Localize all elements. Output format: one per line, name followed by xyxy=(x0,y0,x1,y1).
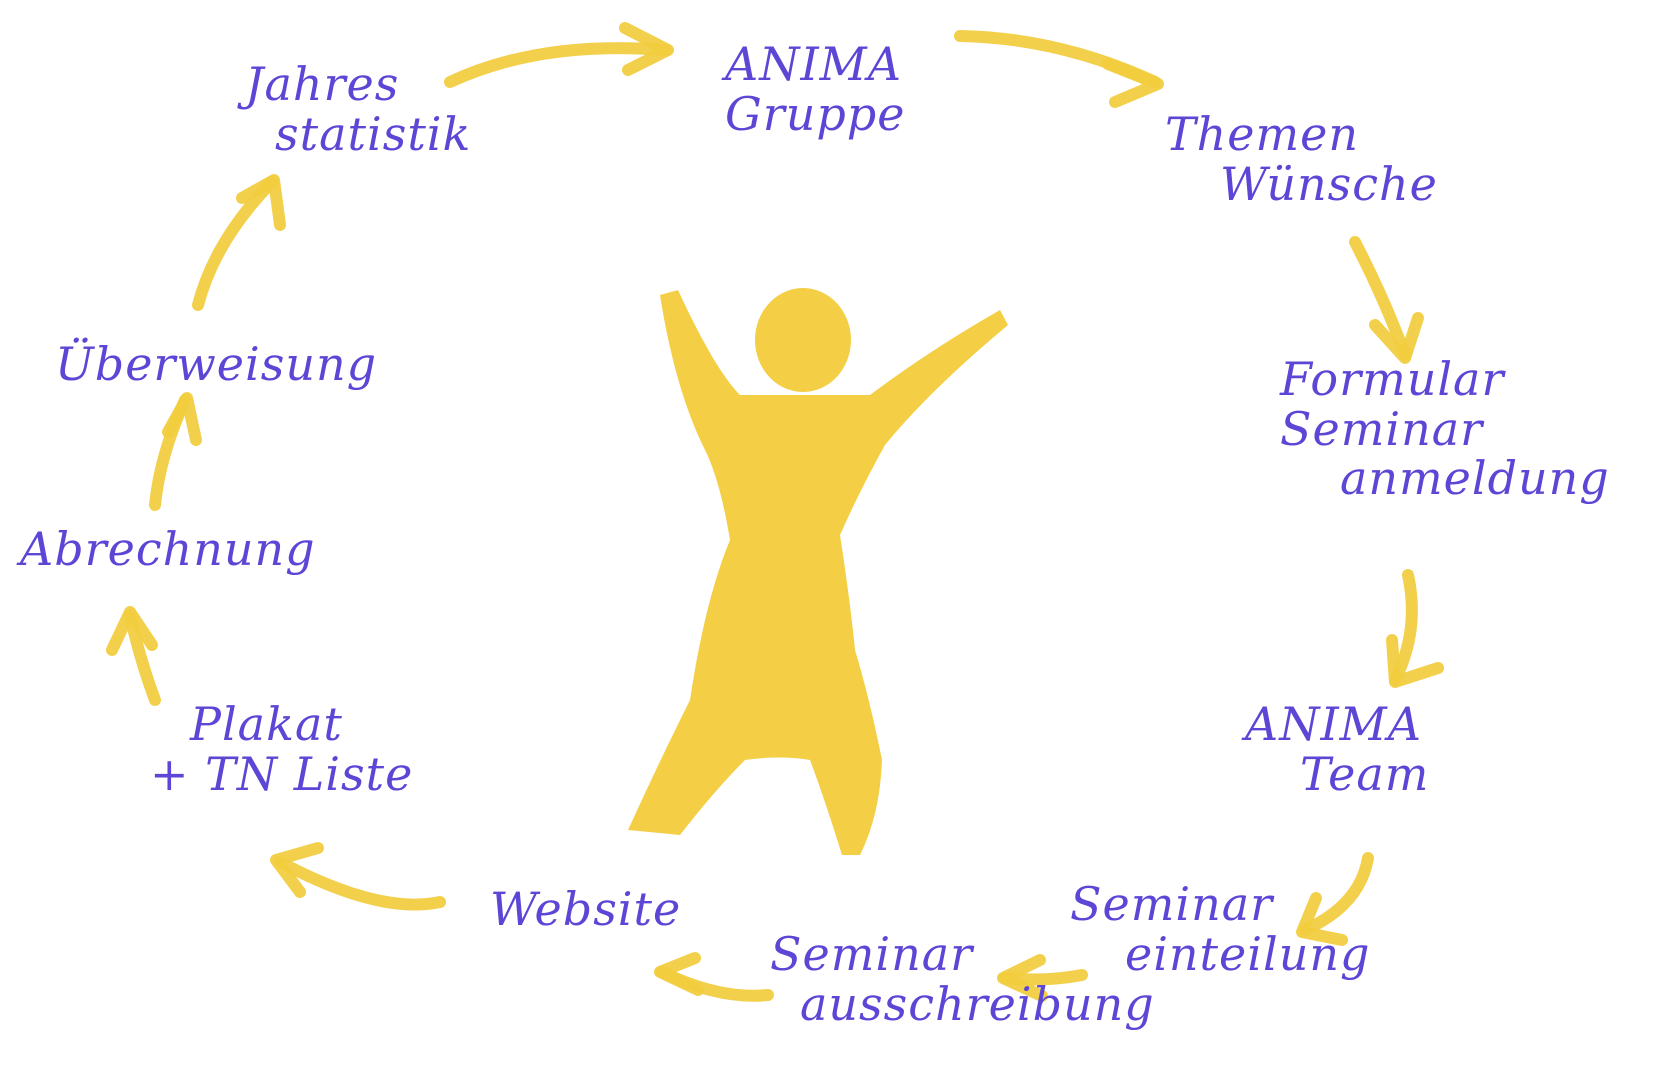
arrow-ausschreibung-to-website xyxy=(654,952,774,1002)
node-seminar-ausschreibung: Seminar ausschreibung xyxy=(770,927,1155,1031)
node-seminar-einteilung: Seminar einteilung xyxy=(1070,877,1371,981)
arrow-jahresstatistik-to-anima-gruppe xyxy=(444,22,674,88)
arrow-abrechnung-to-ueberweisung xyxy=(149,392,202,511)
node-jahresstatistik: Jahres statistik xyxy=(245,57,472,161)
node-themen-wuensche: Themen Wünsche xyxy=(1165,107,1438,211)
node-ueberweisung: Überweisung xyxy=(55,337,378,391)
node-anima-gruppe-line1: ANIMA xyxy=(725,37,902,91)
arrow-formular-to-anima-team xyxy=(1386,569,1444,688)
node-einteilung-line1: Seminar xyxy=(1070,877,1274,931)
arrow-anima-team-to-einteilung xyxy=(1296,852,1374,946)
arrow-ueberweisung-to-jahresstatistik xyxy=(192,174,286,311)
arrow-themen-to-formular xyxy=(1349,236,1424,364)
node-abrechnung-line1: Abrechnung xyxy=(20,522,316,576)
arrow-plakat-to-abrechnung xyxy=(106,606,161,706)
node-ausschreibung-line1: Seminar xyxy=(770,927,974,981)
node-formular-line1: Formular xyxy=(1280,352,1505,406)
node-website-line1: Website xyxy=(490,882,682,936)
node-formular-line2: Seminar xyxy=(1280,401,1484,456)
node-jahresstatistik-line2: statistik xyxy=(275,106,472,161)
node-anima-team-line2: Team xyxy=(1300,746,1430,801)
arrow-website-to-plakat xyxy=(270,842,446,911)
node-plakat-line2: + TN Liste xyxy=(150,746,414,801)
node-einteilung-line2: einteilung xyxy=(1125,926,1371,981)
node-jahresstatistik-line1: Jahres xyxy=(245,57,400,111)
person-arms-raised-icon xyxy=(628,288,1008,855)
node-ueberweisung-line1: Überweisung xyxy=(55,337,378,391)
node-anima-team-line1: ANIMA xyxy=(1245,697,1422,751)
node-anima-team: ANIMA Team xyxy=(1245,697,1430,801)
node-ausschreibung-line2: ausschreibung xyxy=(800,976,1155,1031)
node-themen-line2: Wünsche xyxy=(1220,156,1438,211)
node-plakat-line1: Plakat xyxy=(190,697,343,751)
arrow-einteilung-to-ausschreibung xyxy=(997,954,1088,1002)
node-anima-gruppe-line2: Gruppe xyxy=(725,86,906,141)
node-formular-line3: anmeldung xyxy=(1340,451,1610,506)
node-plakat-tn-liste: Plakat + TN Liste xyxy=(150,697,414,801)
node-abrechnung: Abrechnung xyxy=(20,522,316,576)
arrow-anima-gruppe-to-themen xyxy=(954,30,1164,108)
node-formular-seminar-anmeldung: Formular Seminar anmeldung xyxy=(1280,352,1610,506)
node-themen-line1: Themen xyxy=(1165,107,1359,161)
node-anima-gruppe: ANIMA Gruppe xyxy=(725,37,906,141)
node-website: Website xyxy=(490,882,682,936)
